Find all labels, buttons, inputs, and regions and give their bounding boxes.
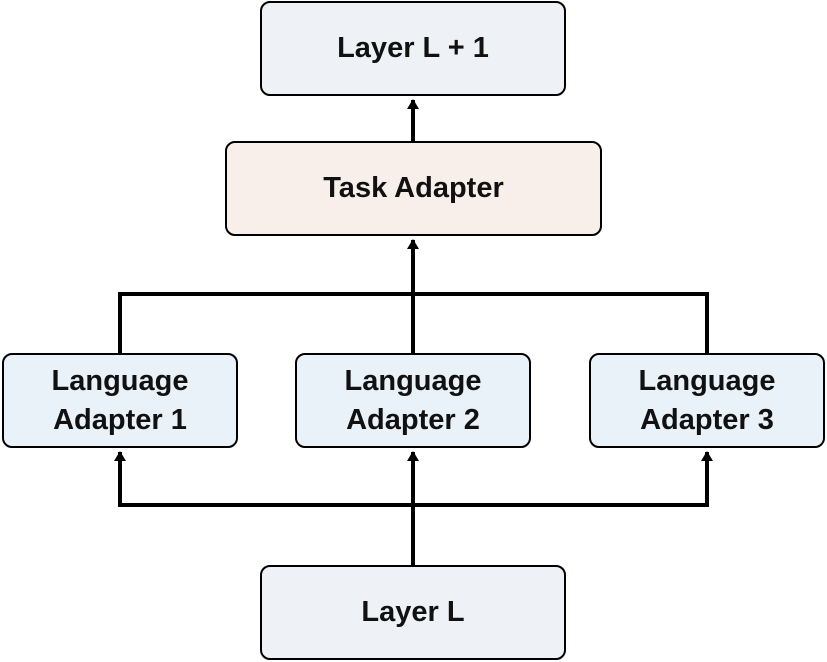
language-adapter-1-line2: Adapter 1 xyxy=(53,403,187,436)
language-adapter-3-line1: Language xyxy=(638,364,776,397)
language-adapter-1-node: Language Adapter 1 xyxy=(2,353,238,448)
language-adapter-3-line2: Adapter 3 xyxy=(640,403,774,436)
layer-l-label: Layer L xyxy=(361,596,465,628)
language-adapter-3-node: Language Adapter 3 xyxy=(589,353,825,448)
layer-l-plus-1-label: Layer L + 1 xyxy=(337,32,489,64)
language-adapter-2-line2: Adapter 2 xyxy=(346,403,480,436)
layer-l-plus-1-node: Layer L + 1 xyxy=(260,1,566,96)
language-adapter-1-line1: Language xyxy=(51,364,189,397)
language-adapter-2-node: Language Adapter 2 xyxy=(295,353,531,448)
task-adapter-label: Task Adapter xyxy=(323,172,504,204)
language-adapter-2-line1: Language xyxy=(344,364,482,397)
task-adapter-node: Task Adapter xyxy=(225,141,602,236)
layer-l-node: Layer L xyxy=(260,565,566,660)
